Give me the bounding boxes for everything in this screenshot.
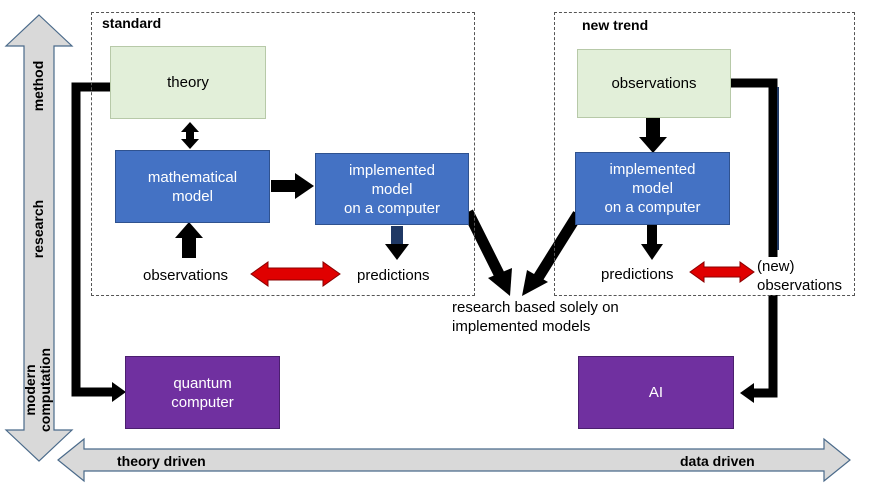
horizontal-axis-arrow: [57, 437, 851, 483]
new-trend-frame: [554, 12, 855, 296]
quantum-computer-box: quantum computer: [125, 356, 280, 429]
ai-arrowhead: [740, 383, 754, 403]
standard-title: standard: [102, 15, 162, 31]
math-to-impl-arrowhead: [295, 173, 314, 199]
ai-label: AI: [648, 384, 664, 401]
implemented-model-label: implemented model on a computer: [344, 161, 440, 217]
theory-box: theory: [110, 46, 266, 119]
center-research-text: research based solely on implemented mod…: [452, 299, 619, 335]
observations-box-label: observations: [611, 75, 697, 92]
new-implemented-model-box: implemented model on a computer: [575, 152, 730, 225]
quantum-arrowhead: [112, 382, 126, 402]
predictions-label: predictions: [357, 267, 430, 284]
axis-research-label: research: [30, 199, 46, 259]
axis-modern-computation-label: modern computation: [22, 348, 53, 432]
standard-frame: [91, 12, 475, 296]
observations-box: observations: [577, 49, 731, 118]
new-observations-label: (new) observations: [757, 257, 843, 295]
new-trend-title: new trend: [582, 17, 649, 33]
vertical-axis-arrow: [4, 14, 74, 462]
quantum-computer-label: quantum computer: [171, 374, 234, 411]
mathematical-model-box: mathematical model: [115, 150, 270, 223]
theory-label: theory: [167, 74, 209, 91]
theory-to-quantum-connector: [71, 82, 114, 397]
observations-to-ai-connector: [731, 78, 778, 398]
observations-label: observations: [143, 267, 229, 284]
axis-data-driven-label: data driven: [680, 453, 755, 469]
red-arrow-right: [689, 261, 755, 283]
red-arrow-left: [250, 261, 341, 287]
axis-theory-driven-label: theory driven: [117, 453, 206, 469]
implemented-model-box: implemented model on a computer: [315, 153, 469, 225]
new-predictions-label: predictions: [601, 266, 674, 283]
ai-box: AI: [578, 356, 734, 429]
axis-method-label: method: [30, 60, 46, 112]
new-implemented-model-label: implemented model on a computer: [604, 161, 701, 216]
mathematical-model-label: mathematical model: [147, 168, 238, 205]
